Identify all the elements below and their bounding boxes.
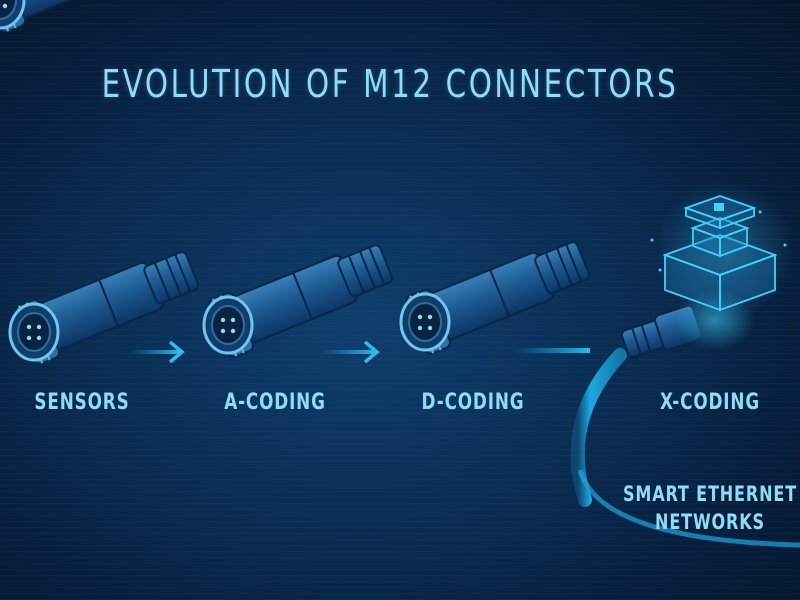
connector-line [515, 348, 590, 353]
stage-label-x-coding: X-CODING [659, 390, 760, 415]
m12-connector-icon [0, 0, 130, 33]
stage-label-a-coding: A-CODING [224, 390, 326, 415]
network-stack-icon [650, 180, 795, 320]
endpoint-line-2: NETWORKS [655, 510, 765, 534]
stage-label-d-coding: D-CODING [421, 390, 525, 415]
arrow-icon [320, 340, 380, 364]
cable-connector-icon [570, 290, 800, 548]
stage-label-sensors: SENSORS [34, 390, 130, 415]
endpoint-label: SMART ETHERNET NETWORKS [617, 480, 800, 536]
page-title: EVOLUTION OF M12 CONNECTORS [101, 62, 679, 106]
arrow-icon [130, 340, 185, 364]
endpoint-line-1: SMART ETHERNET [622, 482, 798, 506]
